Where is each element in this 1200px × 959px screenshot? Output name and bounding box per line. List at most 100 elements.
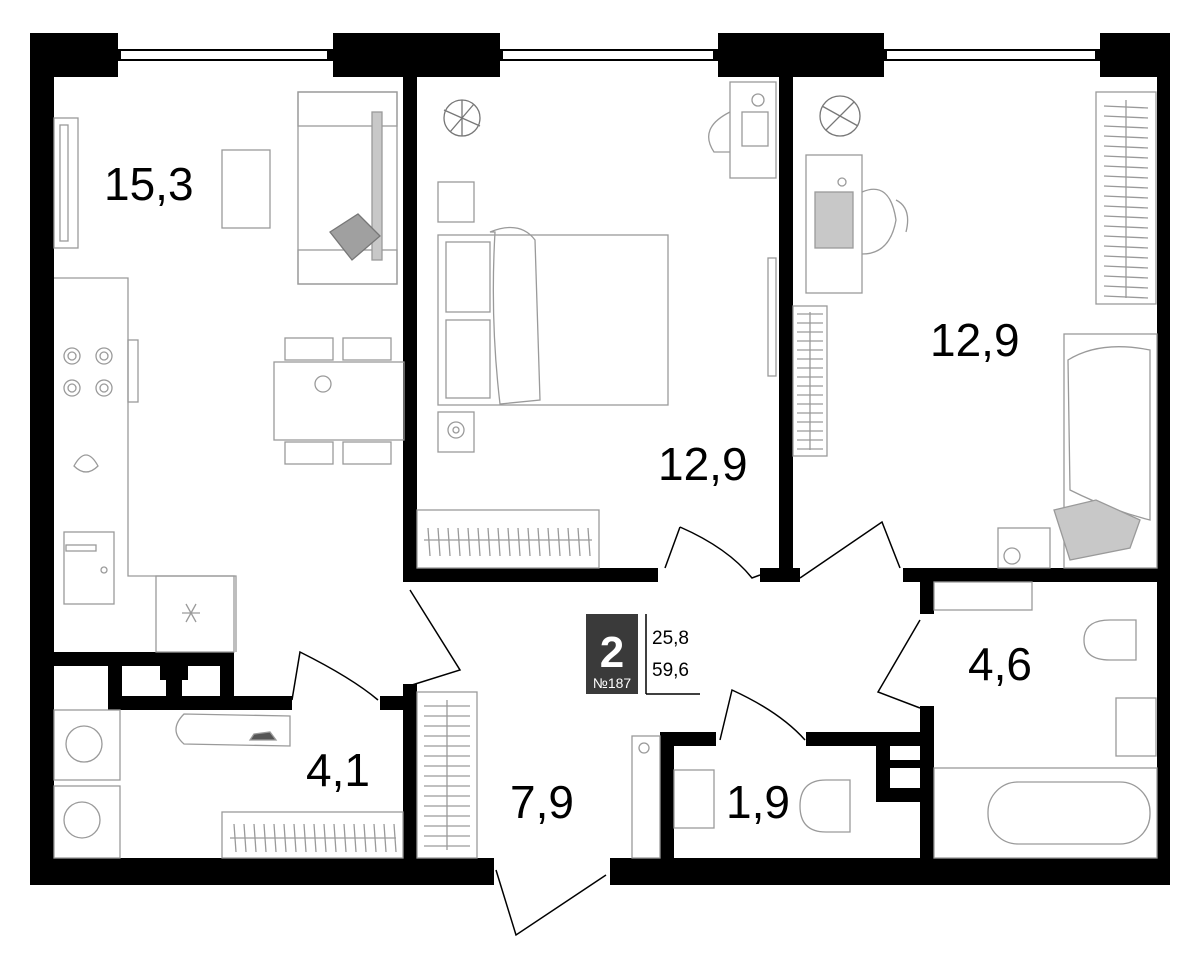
area-bedroom: 12,9	[658, 438, 748, 490]
tv-stand	[53, 117, 79, 249]
hallway-wardrobe	[416, 691, 478, 859]
hatch-line	[233, 823, 237, 853]
rooms-count: 2	[600, 628, 624, 677]
bedroom-chair	[708, 111, 731, 153]
bed	[437, 226, 669, 406]
hatch-line	[1103, 265, 1149, 269]
bedroom-desk	[729, 81, 777, 179]
walls	[30, 33, 1170, 885]
apartment-number: №187	[593, 675, 632, 691]
hatch-line	[427, 527, 431, 557]
hatch-line	[333, 823, 337, 853]
hatch-line	[353, 823, 357, 853]
hatch-line	[1103, 145, 1149, 149]
door-bedroom[interactable]	[664, 526, 761, 579]
window-kitchen	[115, 49, 333, 61]
door-entrance[interactable]	[495, 869, 607, 937]
wall-mirror	[767, 257, 777, 377]
ironing-board	[175, 713, 291, 747]
area-living-kitchen: 15,3	[104, 158, 194, 210]
radiator	[792, 305, 828, 457]
hatch-line	[303, 823, 307, 853]
sofa	[297, 91, 398, 285]
hatch-line	[393, 823, 397, 853]
desk	[805, 154, 863, 294]
room-labels: 15,3 12,9 12,9 4,6 4,1 7,9 1,9	[104, 158, 1032, 828]
nightstand-top	[437, 181, 475, 223]
hatch-line	[313, 823, 317, 853]
hatch-line	[1103, 165, 1149, 169]
nightstand-bottom	[437, 411, 475, 453]
hatch-line	[487, 527, 491, 557]
window-second-room	[881, 49, 1101, 61]
rug	[221, 149, 271, 229]
hatch-line	[1103, 255, 1149, 259]
living-area: 25,8	[652, 628, 689, 649]
hatch-line	[447, 527, 451, 557]
hatch-line	[1103, 155, 1149, 159]
hatch-line	[1103, 225, 1149, 229]
door-second-room[interactable]	[799, 520, 901, 579]
hatch-line	[1103, 195, 1149, 199]
toilet	[799, 779, 851, 833]
hatch-line	[507, 527, 511, 557]
hatch-line	[477, 527, 481, 557]
hatch-line	[343, 823, 347, 853]
door-utility[interactable]	[291, 650, 379, 701]
hatch-line	[1103, 115, 1149, 119]
hatch-line	[1103, 275, 1149, 279]
hatching	[233, 105, 1149, 853]
hatch-line	[1103, 125, 1149, 129]
hatch-line	[323, 823, 327, 853]
hatch-line	[1103, 135, 1149, 139]
hatch-line	[547, 527, 551, 557]
hatch-line	[497, 527, 501, 557]
hatch-line	[1103, 295, 1149, 299]
doors[interactable]	[291, 520, 921, 937]
hatch-line	[537, 527, 541, 557]
hatch-line	[527, 527, 531, 557]
area-utility: 4,1	[306, 744, 370, 796]
hatch-line	[1103, 285, 1149, 289]
hatch-line	[1103, 205, 1149, 209]
hatch-line	[363, 823, 367, 853]
hatch-line	[557, 527, 561, 557]
wardrobe-second-room	[1095, 91, 1157, 305]
hatch-line	[373, 823, 377, 853]
dining-table	[273, 337, 405, 465]
bathroom-sink	[1115, 697, 1157, 757]
hatch-line	[263, 823, 267, 853]
window-bedroom	[497, 49, 719, 61]
area-toilet: 1,9	[726, 776, 790, 828]
hatch-line	[577, 527, 581, 557]
hatch-line	[383, 823, 387, 853]
hatch-line	[567, 527, 571, 557]
hatch-line	[1103, 245, 1149, 249]
total-area: 59,6	[652, 660, 689, 681]
door-kitchen[interactable]	[409, 589, 462, 686]
hatch-line	[1103, 105, 1149, 109]
utility-radiator	[221, 811, 404, 859]
toilet-bathroom	[1083, 619, 1137, 661]
hatch-line	[293, 823, 297, 853]
door-toilet[interactable]	[719, 688, 806, 741]
nightstand-second-room	[997, 527, 1051, 569]
area-bathroom: 4,6	[968, 638, 1032, 690]
hatch-line	[253, 823, 257, 853]
bathtub	[933, 767, 1158, 859]
hatch-line	[437, 527, 441, 557]
washer	[53, 709, 121, 781]
hatch-line	[1103, 175, 1149, 179]
hatch-line	[283, 823, 287, 853]
hatch-line	[1103, 185, 1149, 189]
door-bathroom[interactable]	[876, 619, 921, 709]
windows	[115, 49, 1101, 61]
plant-bedroom	[443, 99, 481, 137]
badge-box	[586, 614, 638, 694]
bath-cabinet	[933, 581, 1033, 611]
hatch-line	[587, 527, 591, 557]
hatch-line	[517, 527, 521, 557]
furniture	[53, 81, 1158, 859]
hatch-line	[467, 527, 471, 557]
